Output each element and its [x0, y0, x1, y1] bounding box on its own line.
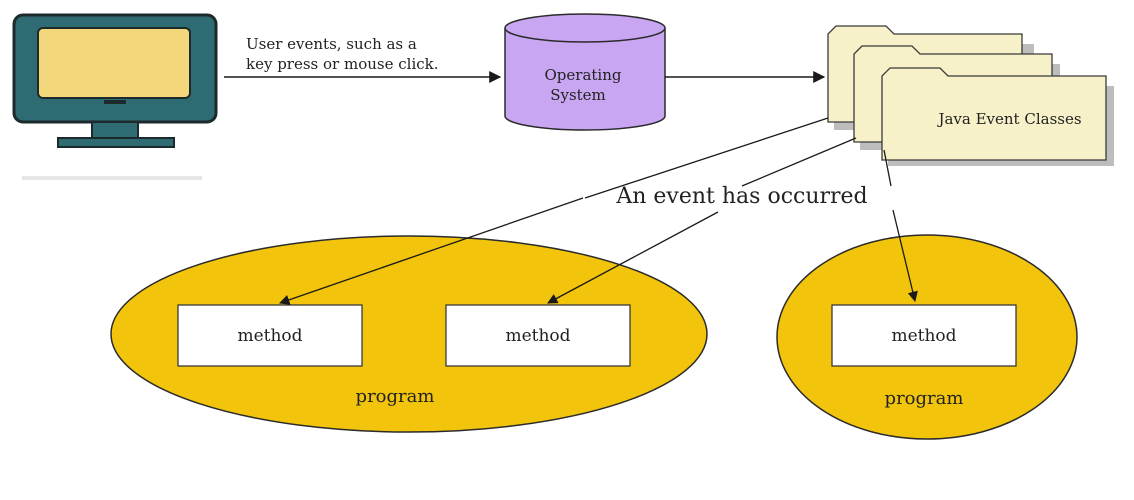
- method-box-1: [177, 304, 363, 367]
- event-arrow-2-lower: [547, 211, 719, 304]
- event-arrow-3-lower: [892, 209, 918, 303]
- event-arrow-1-lower: [279, 197, 584, 305]
- method-label-1: method: [237, 326, 302, 346]
- monitor-icon: [12, 13, 218, 180]
- method-label-3: method: [891, 326, 956, 346]
- method-box-3: [831, 304, 1017, 367]
- event-occurred-label: An event has occurred: [615, 184, 867, 209]
- method-box-2: [445, 304, 631, 367]
- user-events-label-line2: key press or mouse click.: [246, 55, 439, 73]
- event-arrow-3-upper: [883, 149, 892, 187]
- user-events-label-line1: User events, such as a: [246, 35, 417, 53]
- event-arrow-1-upper: [584, 117, 829, 199]
- event-arrow-2-upper: [741, 137, 857, 187]
- program-right-label: program: [885, 388, 964, 409]
- program-left-ellipse: [110, 235, 708, 433]
- folder-stack-icon: [827, 25, 1114, 166]
- database-cylinder-icon: [504, 13, 666, 131]
- program-left-label: program: [356, 386, 435, 407]
- java-event-classes-label: Java Event Classes: [936, 110, 1081, 128]
- os-label-line1: Operating: [545, 66, 622, 84]
- method-label-2: method: [505, 326, 570, 346]
- os-label-line2: System: [550, 86, 606, 104]
